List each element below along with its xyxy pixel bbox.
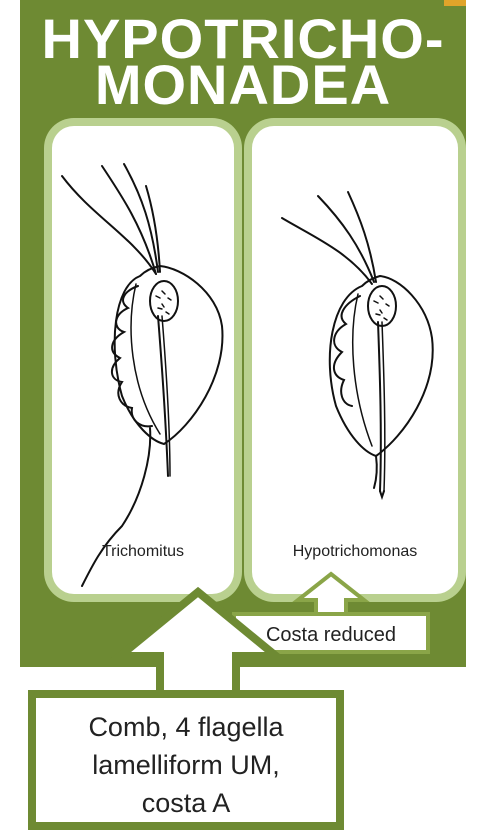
title-line-2: MONADEA [20, 56, 466, 114]
trichomitus-label: Trichomitus [102, 543, 184, 560]
trait-line-1: Comb, 4 flagella [36, 712, 336, 743]
base-arrow [108, 586, 288, 696]
trichomitus-card: Trichomitus [52, 126, 234, 594]
trait-line-2: lamelliform UM, [36, 750, 336, 781]
hypotrichomonas-illustration: Hypotrichomonas [252, 126, 458, 594]
trichomitus-illustration: Trichomitus [52, 126, 234, 594]
ancestral-traits-box: Comb, 4 flagella lamelliform UM, costa A [28, 690, 344, 830]
accent-corner [444, 0, 466, 6]
hypotrichomonas-card: Hypotrichomonas [252, 126, 458, 594]
hypotrichomonas-label: Hypotrichomonas [293, 543, 418, 560]
trait-line-3: costa A [36, 788, 336, 819]
